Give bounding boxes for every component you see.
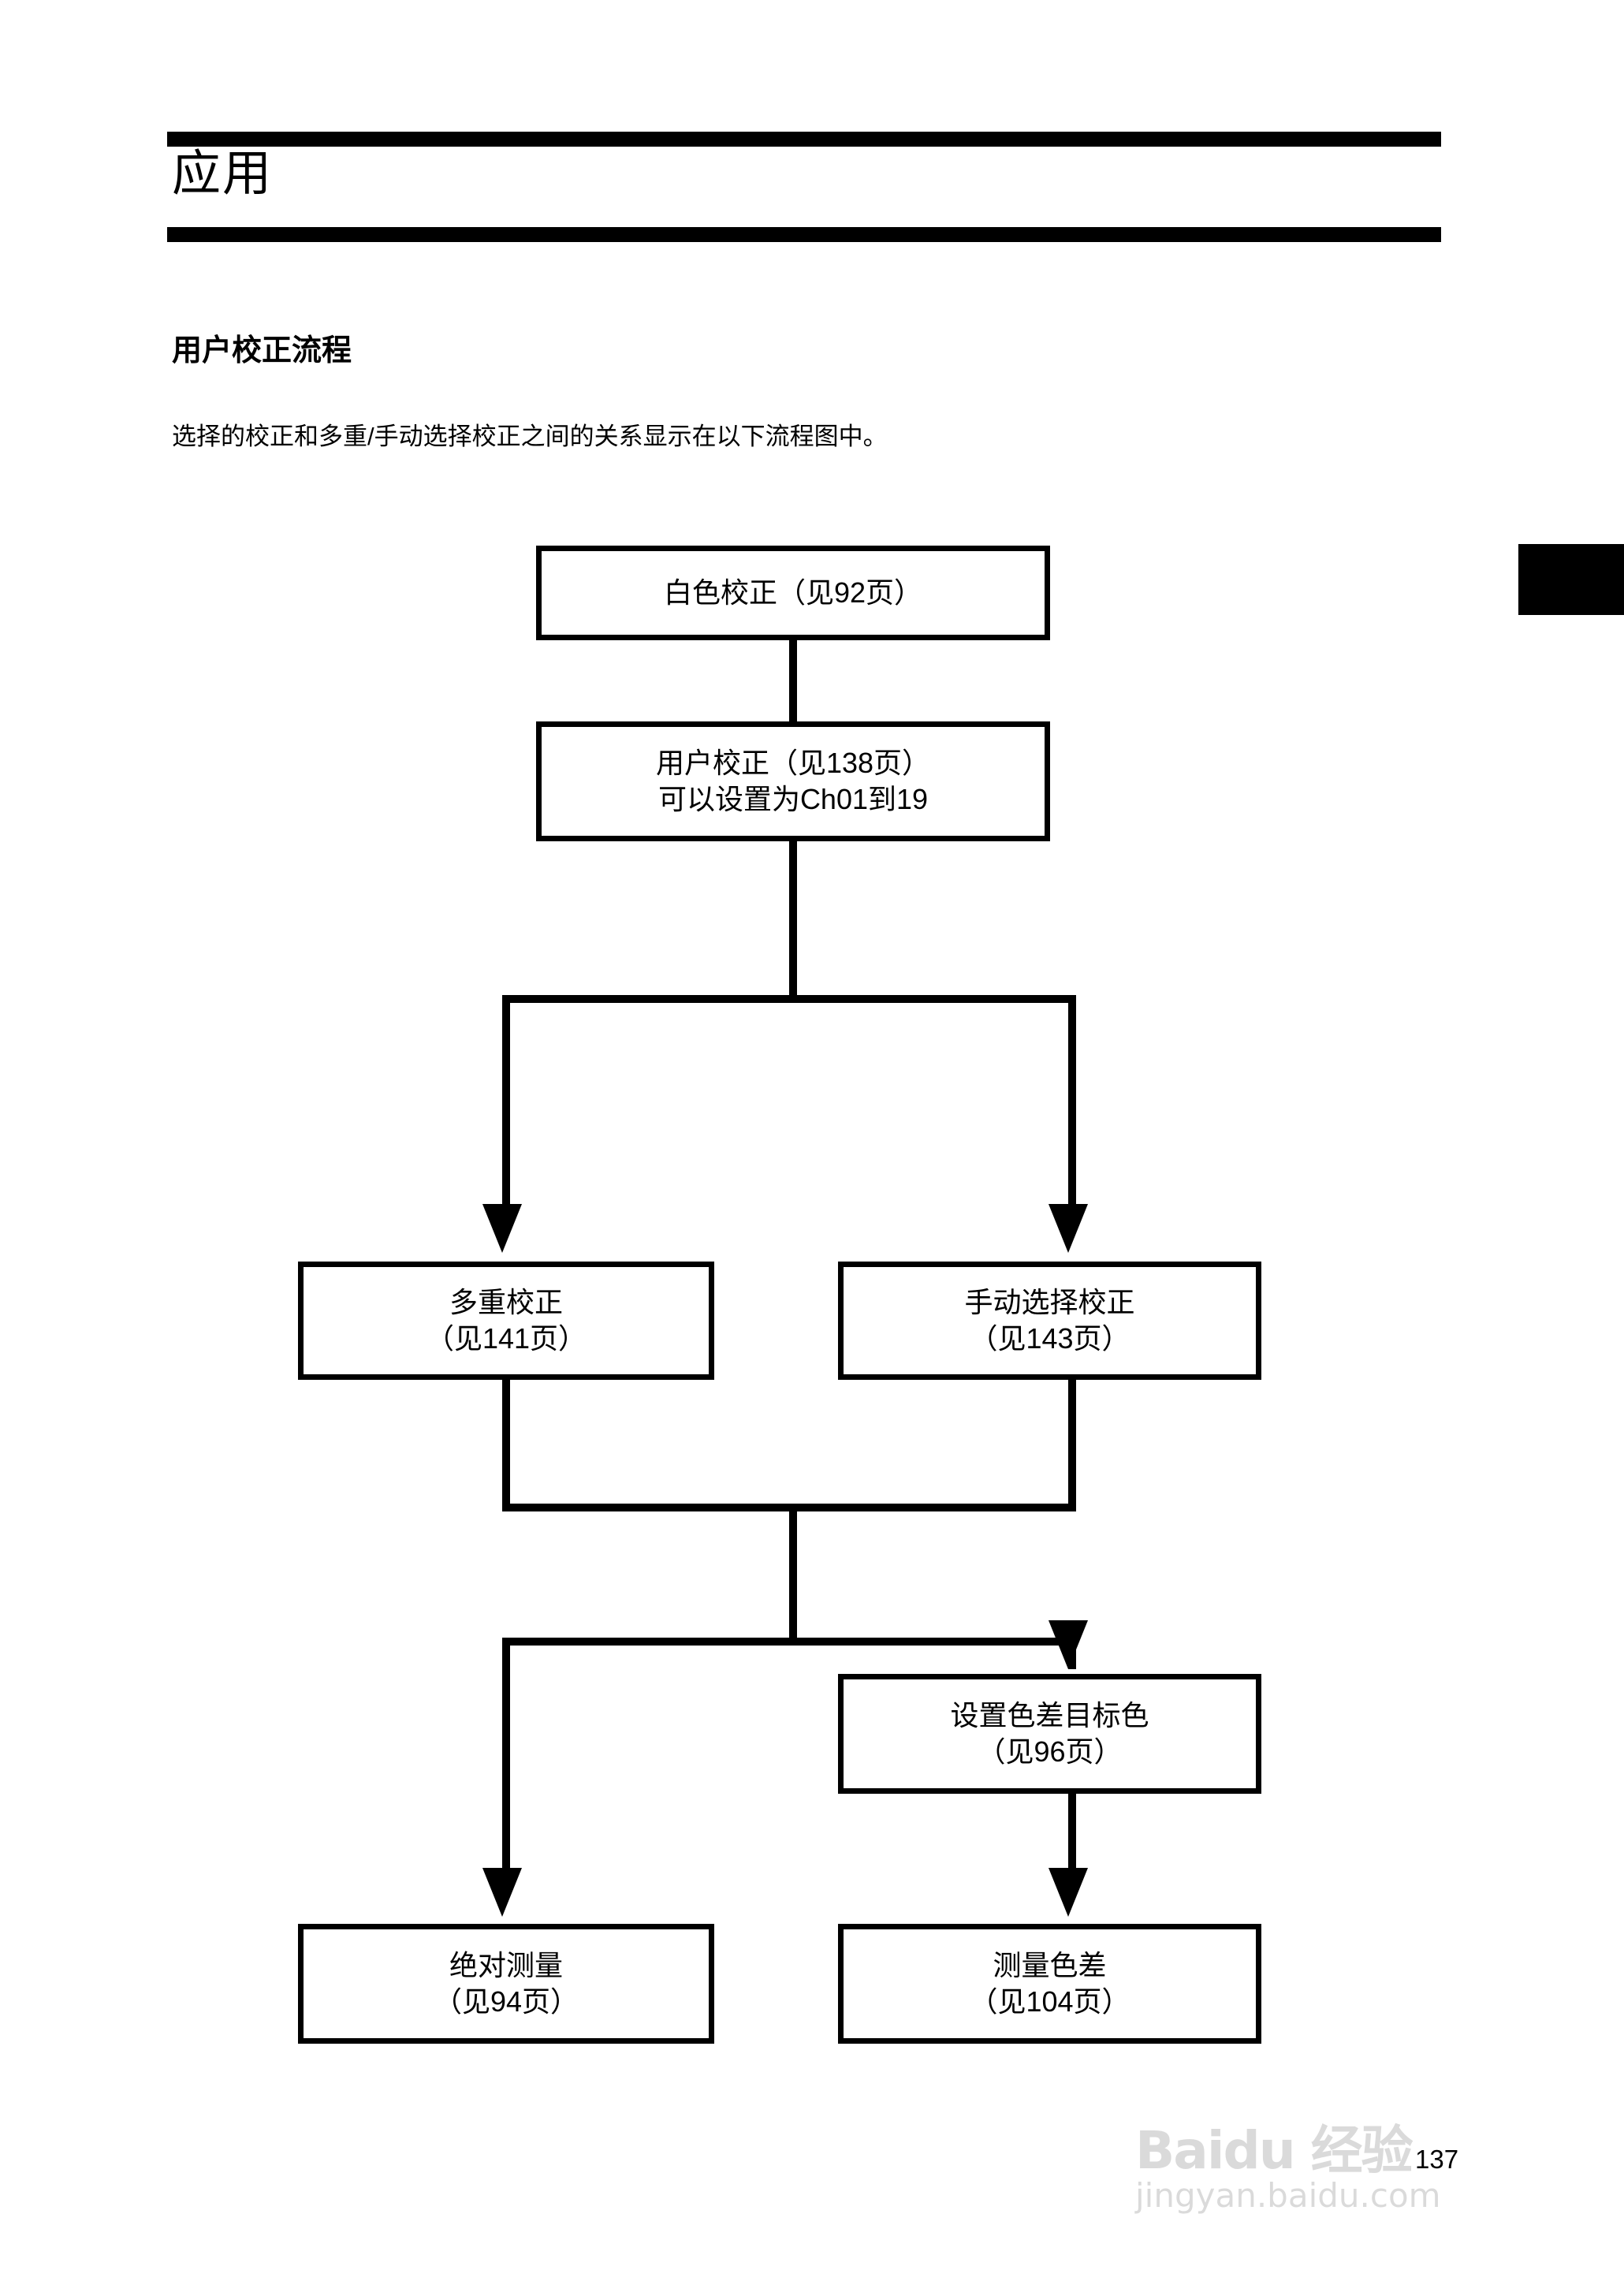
flow-node-line1: 用户校正（见138页） bbox=[655, 746, 931, 779]
side-index-tab bbox=[1518, 544, 1624, 615]
flow-node-line2: （见104页） bbox=[969, 1985, 1130, 2018]
flow-node-line1: 白色校正（见92页） bbox=[663, 576, 923, 609]
connector-white-to-user bbox=[789, 635, 797, 725]
flow-node-line2: （见143页） bbox=[969, 1322, 1130, 1355]
connector-to-absolute bbox=[502, 1638, 510, 1868]
flow-node-line2: （见141页） bbox=[425, 1322, 587, 1355]
flow-node-set-color-difference-target[interactable]: 设置色差目标色 （见96页） bbox=[838, 1674, 1261, 1794]
flow-node-white-calibration[interactable]: 白色校正（见92页） bbox=[536, 546, 1050, 640]
flow-node-line1: 绝对测量 bbox=[449, 1948, 563, 1981]
arrow-to-target-color bbox=[1049, 1620, 1088, 1669]
flow-node-absolute-measurement[interactable]: 绝对测量 （见94页） bbox=[298, 1924, 714, 2044]
connector-left-branch bbox=[502, 995, 510, 1204]
connector-merged-stem bbox=[789, 1504, 797, 1646]
flow-node-measure-color-difference[interactable]: 测量色差 （见104页） bbox=[838, 1924, 1261, 2044]
flow-node-line1: 多重校正 bbox=[449, 1285, 563, 1318]
connector-multi-down bbox=[502, 1380, 510, 1511]
flow-node-line2: （见94页） bbox=[433, 1985, 579, 2018]
flow-node-multi-calibration[interactable]: 多重校正 （见141页） bbox=[298, 1262, 714, 1380]
connector-user-down bbox=[789, 836, 797, 1000]
watermark-brand: Baidu 经验 bbox=[1135, 2120, 1414, 2181]
intro-paragraph: 选择的校正和多重/手动选择校正之间的关系显示在以下流程图中。 bbox=[172, 423, 888, 450]
flow-node-line2: （见96页） bbox=[977, 1735, 1123, 1768]
baidu-watermark: Baidu 经验 jingyan.baidu.com bbox=[1135, 2082, 1545, 2231]
chapter-rule-bottom bbox=[167, 227, 1441, 242]
flow-node-line1: 设置色差目标色 bbox=[950, 1698, 1149, 1731]
arrow-to-multi-calibration bbox=[482, 1204, 522, 1253]
arrow-to-manual-calibration bbox=[1049, 1204, 1088, 1253]
arrow-to-measure-color-difference bbox=[1049, 1868, 1088, 1917]
connector-manual-down bbox=[1068, 1380, 1076, 1511]
arrow-to-absolute-measurement bbox=[482, 1868, 522, 1917]
connector-target-to-colordiff bbox=[1068, 1794, 1076, 1869]
page-number: 137 bbox=[1415, 2145, 1459, 2174]
flow-node-manual-select-calibration[interactable]: 手动选择校正 （见143页） bbox=[838, 1262, 1261, 1380]
connector-right-branch bbox=[1068, 995, 1076, 1204]
flow-node-line1: 测量色差 bbox=[993, 1948, 1107, 1981]
watermark-url: jingyan.baidu.com bbox=[1135, 2176, 1441, 2215]
flow-node-line1: 手动选择校正 bbox=[964, 1285, 1135, 1318]
chapter-rule-top bbox=[167, 132, 1441, 147]
chapter-title: 应用 bbox=[172, 147, 274, 201]
connector-split-bar-bottom bbox=[502, 1638, 1076, 1646]
connector-split-bar-top bbox=[502, 995, 1076, 1003]
flow-node-line2: 可以设置为Ch01到19 bbox=[657, 783, 929, 815]
section-heading: 用户校正流程 bbox=[172, 334, 352, 367]
flow-node-user-calibration[interactable]: 用户校正（见138页） 可以设置为Ch01到19 bbox=[536, 721, 1050, 841]
